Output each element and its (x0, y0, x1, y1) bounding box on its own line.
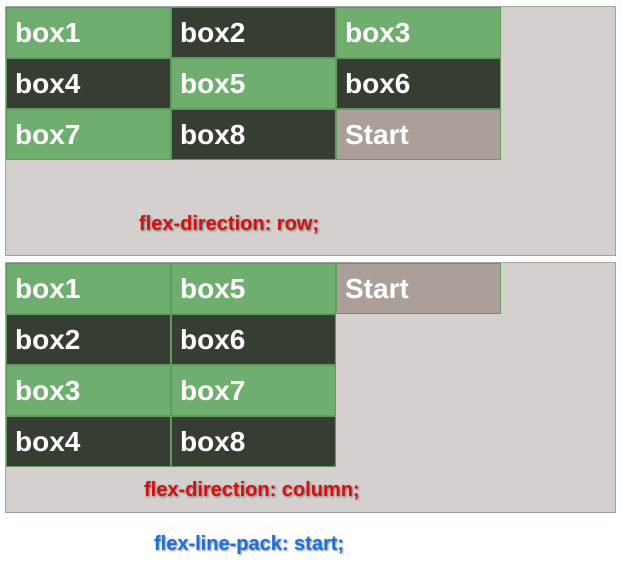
column-box-1: box1 (6, 263, 171, 314)
column-box-3: box3 (6, 365, 171, 416)
row-start-box: Start (336, 109, 501, 160)
row-direction-caption: flex-direction: row; (139, 213, 320, 235)
row-direction-panel: box1 box2 box3 box4 box5 box6 box7 box8 … (5, 6, 616, 256)
column-start-box: Start (336, 263, 501, 314)
column-box-7: box7 (171, 365, 336, 416)
row-box-5: box5 (171, 58, 336, 109)
column-box-5: box5 (171, 263, 336, 314)
row-box-1: box1 (6, 7, 171, 58)
row-box-4: box4 (6, 58, 171, 109)
column-direction-panel: box1 box5 Start box2 box6 box3 box7 box4… (5, 262, 616, 513)
column-box-6: box6 (171, 314, 336, 365)
row-box-6: box6 (336, 58, 501, 109)
row-box-3: box3 (336, 7, 501, 58)
column-box-4: box4 (6, 416, 171, 467)
column-box-8: box8 (171, 416, 336, 467)
column-direction-caption: flex-direction: column; (144, 479, 360, 501)
row-box-8: box8 (171, 109, 336, 160)
row-box-7: box7 (6, 109, 171, 160)
flex-line-pack-label: flex-line-pack: start; (154, 533, 345, 555)
row-box-2: box2 (171, 7, 336, 58)
column-box-2: box2 (6, 314, 171, 365)
